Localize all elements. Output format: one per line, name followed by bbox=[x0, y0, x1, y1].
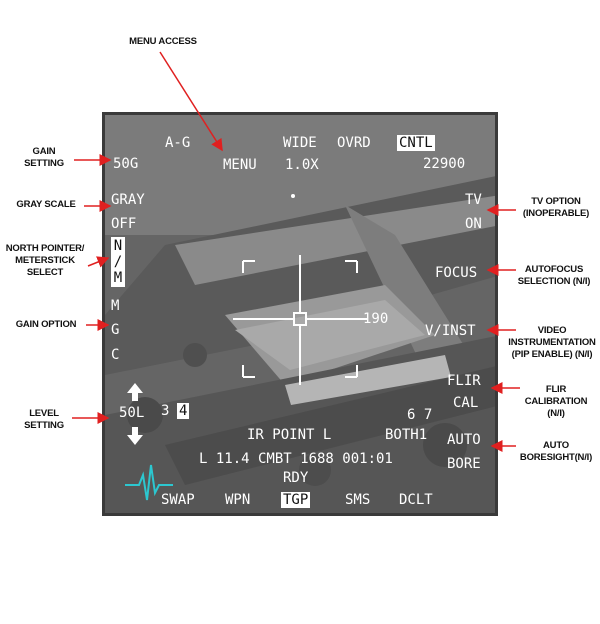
callout-line: AUTO bbox=[543, 440, 569, 451]
callout-gray-scale: GRAY SCALE bbox=[16, 199, 76, 210]
level-up-arrow-icon[interactable] bbox=[127, 383, 143, 401]
callout-auto-boresight: AUTO BORESIGHT(N/I) bbox=[512, 440, 600, 464]
swap-button[interactable]: SWAP bbox=[161, 492, 195, 508]
callout-flir-calibration: FLIR CALIBRATION (N/I) bbox=[520, 384, 592, 420]
cal-label: CAL bbox=[453, 395, 479, 411]
callout-line: VIDEO bbox=[537, 325, 567, 336]
gain-setting[interactable]: 50G bbox=[113, 156, 139, 172]
callout-level-setting: LEVEL SETTING bbox=[16, 408, 72, 432]
zoom-readout: 1.0X bbox=[285, 157, 319, 173]
callout-tv-option: TV OPTION (INOPERABLE) bbox=[516, 196, 596, 220]
range-readout: 190 bbox=[363, 311, 389, 327]
callout-menu-access: MENU ACCESS bbox=[129, 36, 197, 47]
callout-line: SETTING bbox=[24, 420, 64, 431]
north-pointer-select[interactable]: N / M bbox=[111, 237, 125, 287]
callout-line: SELECT bbox=[26, 267, 64, 278]
callout-line: INSTRUMENTATION bbox=[508, 337, 596, 348]
callout-line: (PIP ENABLE) (N/I) bbox=[511, 349, 593, 360]
bottom-right-numbers: 6 7 bbox=[407, 407, 433, 423]
tgp-display: A-G WIDE OVRD CNTL 50G MENU 1.0X 22900 G… bbox=[102, 112, 498, 516]
tgp-button[interactable]: TGP bbox=[281, 492, 311, 508]
callout-video-instrumentation: VIDEO INSTRUMENTATION (PIP ENABLE) (N/I) bbox=[504, 325, 600, 361]
gain-option-g[interactable]: G bbox=[111, 322, 120, 338]
level-value-a: 3 bbox=[161, 403, 170, 419]
status-line: L 11.4 CMBT 1688 001:01 bbox=[199, 451, 393, 467]
bore-label: BORE bbox=[447, 456, 481, 472]
callout-gain-option: GAIN OPTION bbox=[15, 319, 77, 330]
gain-option-c[interactable]: C bbox=[111, 347, 120, 363]
both-readout: BOTH1 bbox=[385, 427, 428, 443]
cntl-button[interactable]: CNTL bbox=[397, 135, 435, 151]
altitude-readout: 22900 bbox=[423, 156, 466, 172]
gray-scale-off: OFF bbox=[111, 216, 137, 232]
meterstick-char: M bbox=[113, 270, 123, 286]
auto-button[interactable]: AUTO bbox=[447, 432, 481, 448]
gain-option-m[interactable]: M bbox=[111, 298, 120, 314]
callout-line: METERSTICK bbox=[15, 255, 75, 266]
callout-gain-setting: GAIN SETTING bbox=[14, 146, 74, 170]
callout-line: (INOPERABLE) bbox=[522, 208, 590, 219]
callout-line: TV OPTION bbox=[531, 196, 581, 207]
dclt-button[interactable]: DCLT bbox=[399, 492, 433, 508]
callout-north-pointer: NORTH POINTER/ METERSTICK SELECT bbox=[2, 243, 88, 279]
north-separator: / bbox=[113, 254, 123, 270]
callout-line: (N/I) bbox=[547, 408, 565, 419]
callout-line: GAIN bbox=[32, 146, 56, 157]
wpn-button[interactable]: WPN bbox=[225, 492, 251, 508]
callout-line: CALIBRATION bbox=[524, 396, 588, 407]
north-char: N bbox=[113, 238, 123, 254]
callout-line: BORESIGHT(N/I) bbox=[519, 452, 593, 463]
focus-button[interactable]: FOCUS bbox=[435, 265, 478, 281]
level-down-arrow-icon[interactable] bbox=[127, 427, 143, 445]
rdy-status: RDY bbox=[283, 470, 309, 486]
level-value-b: 4 bbox=[177, 403, 190, 419]
heartbeat-icon bbox=[125, 464, 173, 501]
callout-line: LEVEL bbox=[29, 408, 59, 419]
level-setting[interactable]: 50L bbox=[119, 405, 145, 421]
callout-line: SETTING bbox=[24, 158, 64, 169]
tv-option-button[interactable]: TV bbox=[465, 192, 482, 208]
tv-on-label: ON bbox=[465, 216, 482, 232]
flir-button[interactable]: FLIR bbox=[447, 373, 481, 389]
menu-button[interactable]: MENU bbox=[223, 157, 257, 173]
callout-autofocus: AUTOFOCUS SELECTION (N/I) bbox=[508, 264, 600, 288]
pointing-mode: IR POINT L bbox=[247, 427, 332, 443]
callout-line: FLIR bbox=[545, 384, 567, 395]
callout-line: SELECTION (N/I) bbox=[517, 276, 591, 287]
v-inst-button[interactable]: V/INST bbox=[425, 323, 476, 339]
wide-fov-button[interactable]: WIDE bbox=[283, 135, 317, 151]
tracking-reticle bbox=[125, 194, 367, 501]
callout-line: NORTH POINTER/ bbox=[5, 243, 85, 254]
callout-line: AUTOFOCUS bbox=[524, 264, 584, 275]
ag-mode-label[interactable]: A-G bbox=[165, 135, 191, 151]
ovrd-button[interactable]: OVRD bbox=[337, 135, 371, 151]
gray-scale-button[interactable]: GRAY bbox=[111, 192, 145, 208]
sms-button[interactable]: SMS bbox=[345, 492, 371, 508]
